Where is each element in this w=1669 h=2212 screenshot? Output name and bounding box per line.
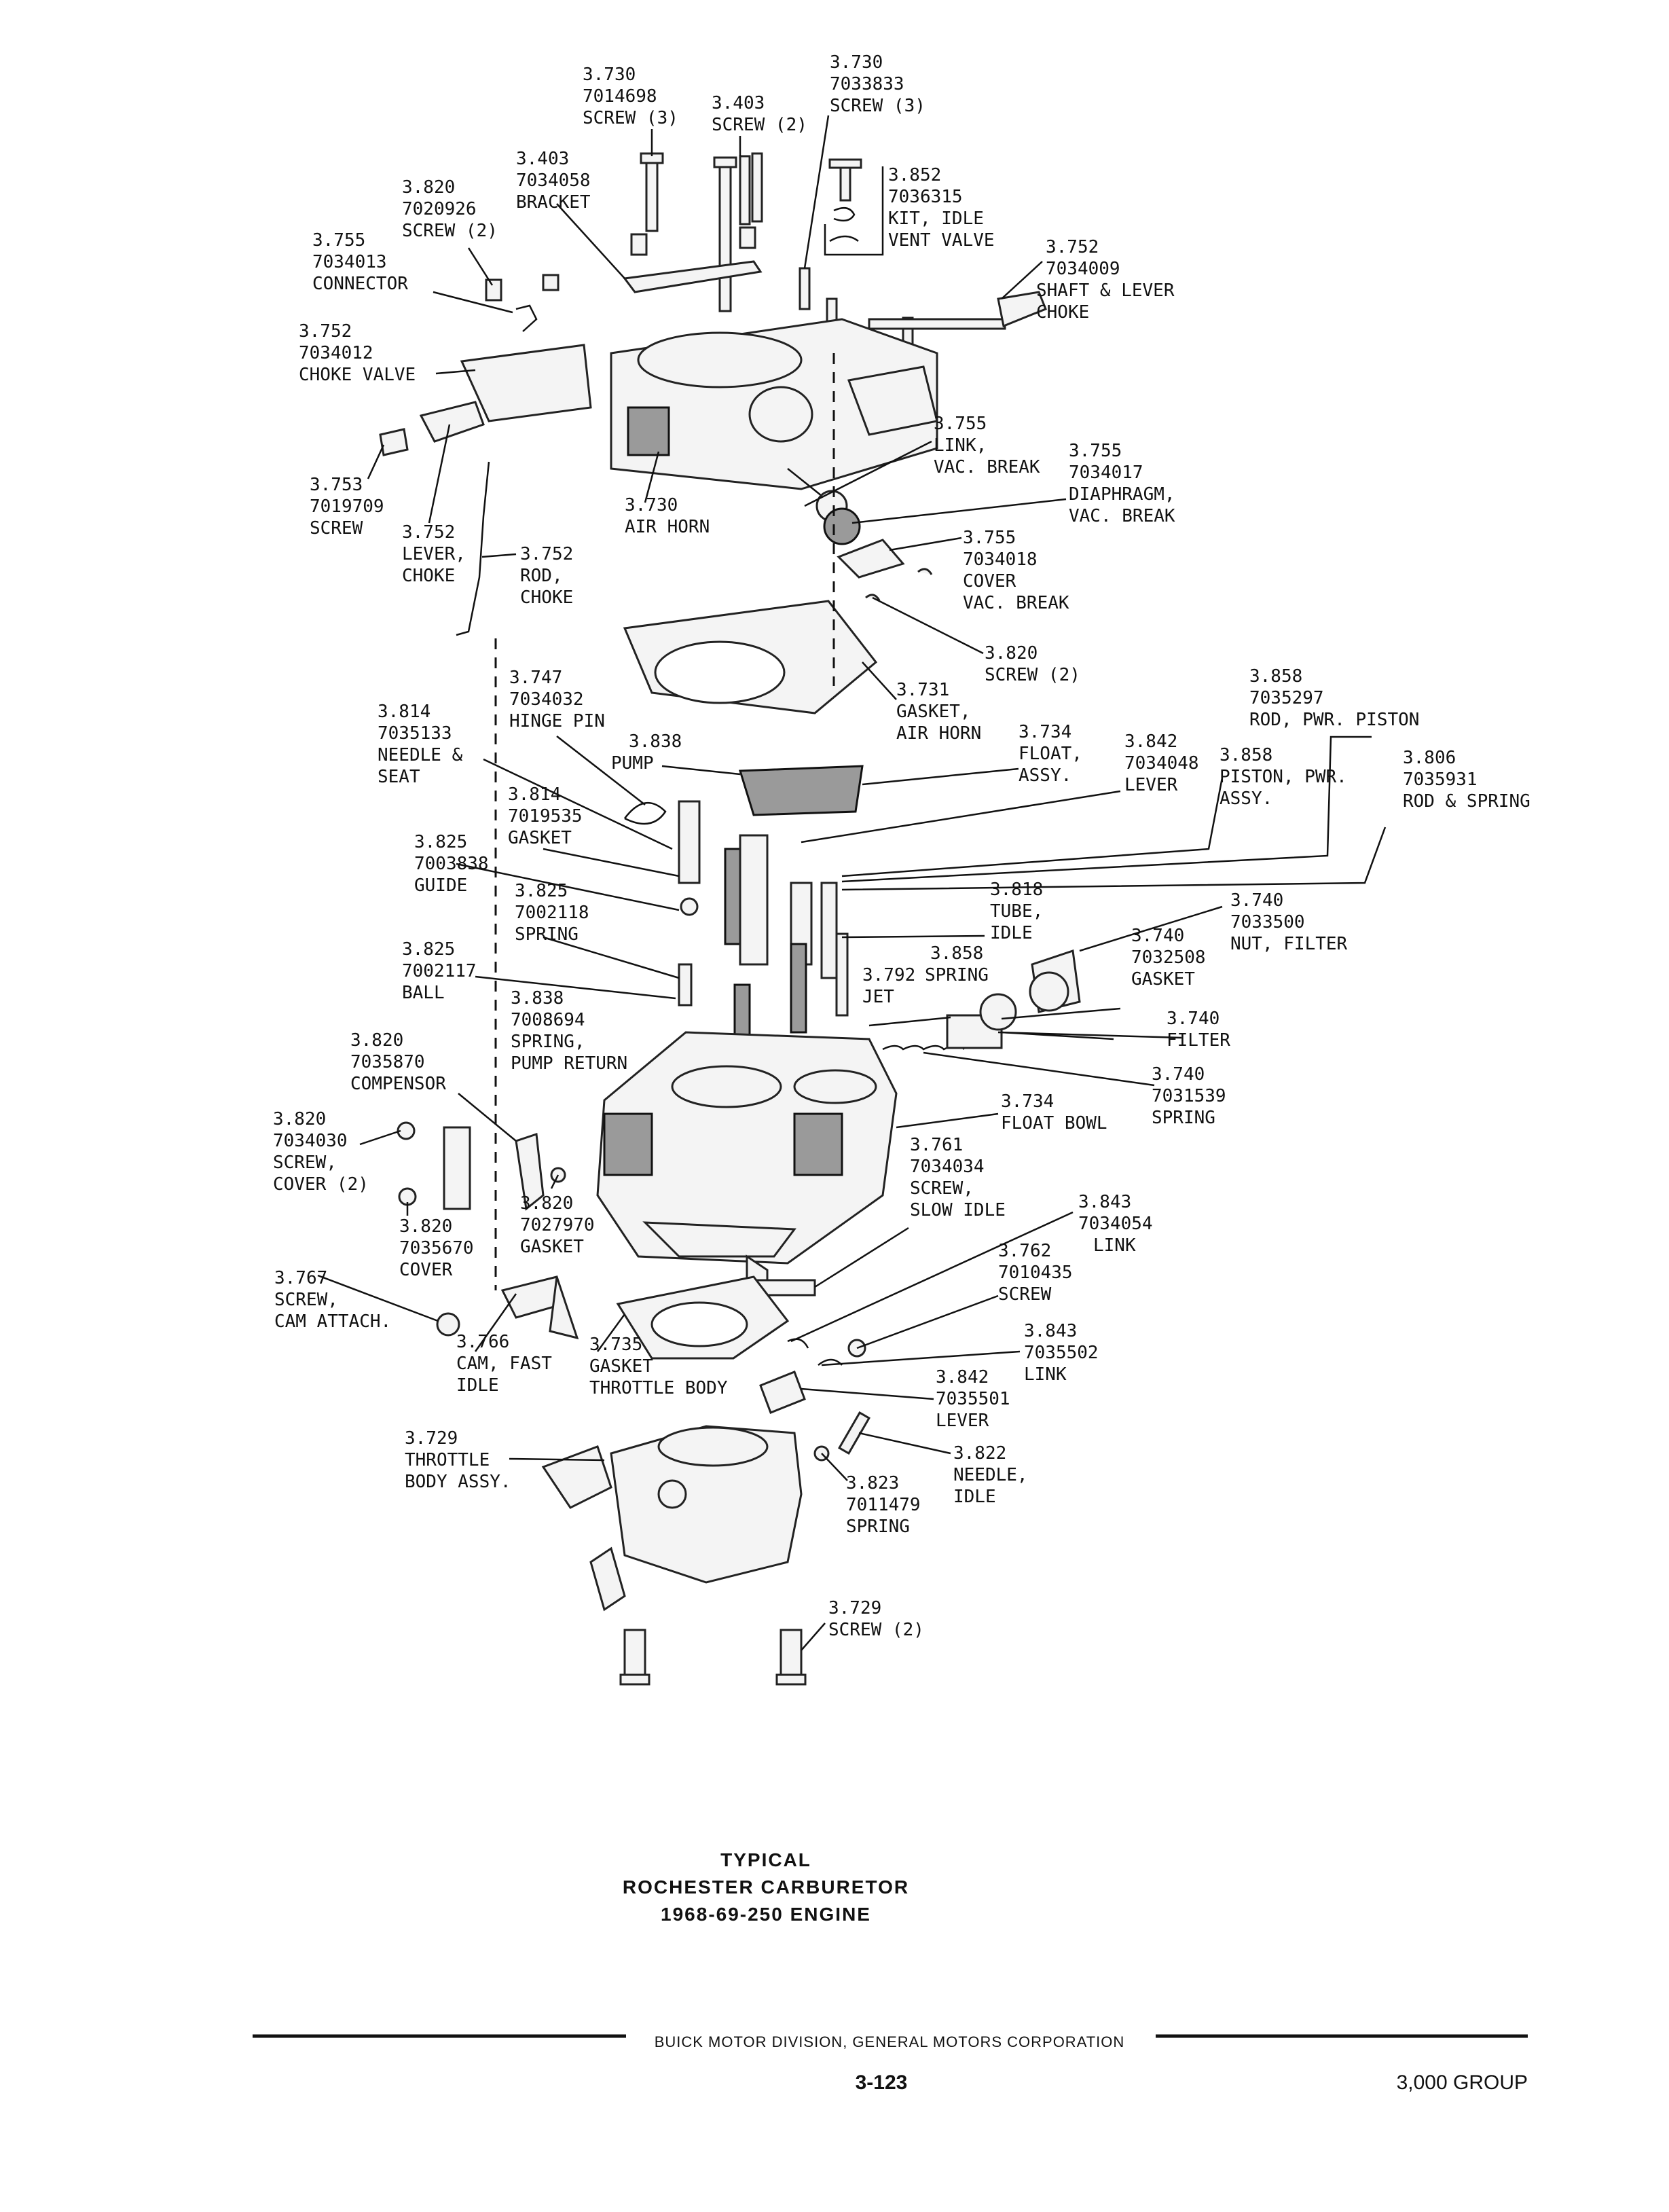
callout-spring-858: 3.858 SPRING: [925, 943, 994, 985]
throttle-linkage-part: [759, 1338, 870, 1462]
vac-break-part: [787, 468, 933, 601]
callout-compensor: 3.820 7035870 COMPENSOR: [350, 1030, 446, 1094]
callout-jet: 3.792 JET: [862, 965, 926, 1007]
float-part: [738, 765, 864, 816]
callout-link-843-a: 3.843 7034054 LINK: [1078, 1192, 1163, 1256]
choke-valve-part: [460, 344, 592, 422]
callout-air-horn: 3.730 AIR HORN: [625, 495, 710, 537]
footer-group: 3,000 GROUP: [1397, 2071, 1528, 2094]
air-horn-part: [610, 318, 938, 490]
footer-page-number: 3-123: [856, 2071, 908, 2094]
callout-gasket-throttle-body: 3.735 GASKET THROTTLE BODY: [589, 1335, 728, 1398]
callout-screw-2-top: 3.403 SCREW (2): [712, 93, 807, 135]
callout-float-bowl: 3.734 FLOAT BOWL: [1001, 1091, 1107, 1134]
callout-needle-seat: 3.814 7035133 NEEDLE & SEAT: [378, 702, 473, 787]
callout-filter: 3.740 FILTER: [1167, 1009, 1230, 1051]
compensor-part: [397, 1121, 566, 1211]
fast-idle-cam-part: [436, 1275, 579, 1340]
caption-line-3: 1968-69-250 ENGINE: [661, 1904, 871, 1925]
callout-lever-842: 3.842 7035501 LEVER: [936, 1367, 1021, 1431]
callout-screw-3-a: 3.730 7014698 SCREW (3): [583, 65, 678, 128]
callout-spring-pump-return: 3.838 7008694 SPRING, PUMP RETURN: [511, 988, 627, 1074]
idle-vent-kit-part: [824, 158, 884, 256]
throttle-body-part: [541, 1425, 803, 1612]
callout-rod-choke: 3.752 ROD, CHOKE: [520, 544, 584, 608]
callout-bracket: 3.403 7034058 BRACKET: [516, 149, 601, 213]
callout-choke-valve: 3.752 7034012 CHOKE VALVE: [299, 321, 416, 385]
bracket-part: [623, 260, 763, 293]
callout-hinge-pin: 3.747 7034032 HINGE PIN: [509, 668, 605, 731]
float-bowl-part: [596, 1031, 898, 1292]
callout-lever-choke: 3.752 LEVER, CHOKE: [402, 522, 477, 586]
callout-screw-cover: 3.820 7034030 SCREW, COVER (2): [273, 1109, 369, 1195]
callout-screw-slow-idle: 3.761 7034034 SCREW, SLOW IDLE: [910, 1135, 1006, 1220]
callout-pump: 3.838 PUMP: [611, 731, 693, 774]
callout-screw-choke: 3.753 7019709 SCREW: [310, 475, 395, 539]
parts-illustration: [379, 152, 1081, 1686]
callout-float-assy: 3.734 FLOAT, ASSY.: [1019, 722, 1093, 786]
callout-rod-pwr-piston: 3.858 7035297 ROD, PWR. PISTON: [1249, 666, 1419, 730]
diagram-caption: TYPICAL ROCHESTER CARBURETOR 1968-69-250…: [623, 1849, 909, 1925]
pump-springs-cluster: [678, 800, 965, 1054]
caption-line-2: ROCHESTER CARBURETOR: [623, 1876, 909, 1898]
callout-kit-idle-vent: 3.852 7036315 KIT, IDLE VENT VALVE: [888, 165, 995, 251]
callout-cover-compensor: 3.820 7035670 COVER: [399, 1216, 484, 1280]
callout-screw-2-vac: 3.820 SCREW (2): [985, 643, 1080, 685]
callout-screw-2-bottom: 3.729 SCREW (2): [828, 1598, 924, 1640]
callout-gasket-needle: 3.814 7019535 GASKET: [508, 784, 593, 848]
callout-nut-filter: 3.740 7033500 NUT, FILTER: [1230, 890, 1348, 954]
callout-cam-fast-idle: 3.766 CAM, FAST IDLE: [456, 1332, 563, 1396]
callout-labels: 3.730 7014698 SCREW (3) 3.730 7033833 SC…: [273, 52, 1530, 1640]
choke-screw-part: [379, 428, 409, 456]
connector-part: [515, 304, 538, 332]
callout-spring-filter: 3.740 7031539 SPRING: [1152, 1064, 1236, 1128]
callout-needle-idle: 3.822 NEEDLE, IDLE: [953, 1443, 1038, 1507]
callout-spring-825: 3.825 7002118 SPRING: [515, 881, 600, 945]
hinge-pin-part: [624, 801, 667, 825]
bottom-screws-part: [619, 1629, 807, 1686]
callout-link-vac-break: 3.755 LINK, VAC. BREAK: [934, 414, 1040, 477]
callout-tube-idle: 3.818 TUBE, IDLE: [990, 880, 1054, 943]
callout-ball: 3.825 7002117 BALL: [402, 939, 487, 1003]
callout-rod-spring: 3.806 7035931 ROD & SPRING: [1403, 748, 1530, 812]
callout-cover-vac-break: 3.755 7034018 COVER VAC. BREAK: [963, 528, 1069, 613]
callout-lever-float: 3.842 7034048 LEVER: [1124, 731, 1209, 795]
callout-screw-2-left: 3.820 7020926 SCREW (2): [402, 177, 498, 241]
caption-line-1: TYPICAL: [720, 1849, 811, 1870]
choke-shaft-part: [868, 291, 1047, 330]
callout-gasket-air-horn: 3.731 GASKET, AIR HORN: [896, 680, 981, 744]
callout-screw-cam-attach: 3.767 SCREW, CAM ATTACH.: [274, 1268, 391, 1332]
lever-choke-part: [419, 401, 485, 443]
filter-part: [946, 949, 1081, 1049]
callout-screw-3-b: 3.730 7033833 SCREW (3): [830, 52, 925, 116]
leader-lines: [317, 115, 1387, 1651]
callout-gasket-filter: 3.740 7032508 GASKET: [1131, 926, 1216, 990]
callout-shaft-lever-choke: 3.752 7034009 SHAFT & LEVER CHOKE: [1036, 237, 1185, 323]
callout-guide: 3.825 7003838 GUIDE: [414, 832, 499, 896]
callout-screw-762: 3.762 7010435 SCREW: [998, 1241, 1083, 1305]
callout-link-843-b: 3.843 7035502 LINK: [1024, 1321, 1109, 1385]
callout-spring-823: 3.823 7011479 SPRING: [846, 1473, 931, 1537]
callout-piston-pwr: 3.858 PISTON, PWR. ASSY.: [1219, 745, 1358, 809]
footer-company: BUICK MOTOR DIVISION, GENERAL MOTORS COR…: [655, 2033, 1125, 2050]
callout-throttle-body-assy: 3.729 THROTTLE BODY ASSY.: [405, 1428, 511, 1492]
page-footer: BUICK MOTOR DIVISION, GENERAL MOTORS COR…: [253, 2033, 1528, 2094]
callout-diaphragm: 3.755 7034017 DIAPHRAGM, VAC. BREAK: [1069, 441, 1186, 526]
choke-rod-part: [456, 461, 490, 636]
callout-connector: 3.755 7034013 CONNECTOR: [312, 230, 408, 294]
callout-gasket-compensor: 3.820 7027970 GASKET: [520, 1193, 605, 1257]
